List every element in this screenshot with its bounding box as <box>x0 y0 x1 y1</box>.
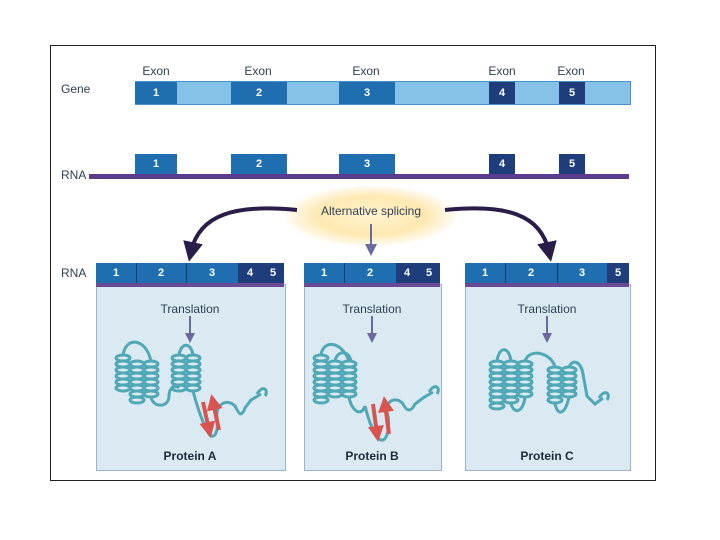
panel-c-seg-4: 5 <box>607 263 629 283</box>
protein-b-beta-sheet <box>368 396 394 442</box>
rna-row-label-spliced: RNA <box>61 266 87 280</box>
arrow-right <box>444 206 557 262</box>
panel-b-seg-4: 5 <box>418 263 440 283</box>
protein-c-helices <box>488 359 578 411</box>
rna-strand <box>89 174 629 179</box>
panel-c-seg-1: 1 <box>465 263 506 283</box>
protein-a-tail <box>255 387 268 397</box>
arrow-left <box>183 206 298 262</box>
gene-exon-3: 3 <box>339 82 395 104</box>
panel-c-strip <box>465 283 629 287</box>
gene-row-label: Gene <box>61 82 91 96</box>
splicing-label: Alternative splicing <box>320 204 422 218</box>
rna-exon-3: 3 <box>339 154 395 174</box>
panel-c-step: Translation <box>517 302 577 316</box>
protein-c-tail <box>597 391 610 401</box>
panel-c-rna-bar: 1 2 3 5 <box>465 263 629 283</box>
protein-b-helices <box>312 353 358 405</box>
gene-exon-4: 4 <box>489 82 515 104</box>
panel-b-rna-bar: 1 2 4 5 <box>304 263 440 283</box>
protein-illustrations <box>114 316 610 442</box>
panel-a-seg-1: 1 <box>96 263 137 283</box>
protein-b-structure <box>312 343 440 442</box>
panel-b-step: Translation <box>342 302 402 316</box>
panel-c-protein-name: Protein C <box>520 449 574 463</box>
gene-exon-1: 1 <box>135 82 177 104</box>
protein-b-tail <box>427 385 440 395</box>
panel-a-rna-bar: 1 2 3 4 5 <box>96 263 284 283</box>
panel-a-step: Translation <box>160 302 220 316</box>
protein-a-structure <box>114 340 268 438</box>
panel-b-protein-name: Protein B <box>345 449 399 463</box>
exon-label-1: Exon <box>142 64 170 78</box>
rna-exon-4: 4 <box>489 154 515 174</box>
panel-b-seg-1: 1 <box>304 263 345 283</box>
exon-label-5: Exon <box>557 64 585 78</box>
protein-a-beta-sheet <box>199 394 223 438</box>
panel-c-seg-2: 2 <box>505 263 558 283</box>
figure-frame: Gene Exon Exon Exon Exon Exon 1 2 3 4 5 … <box>50 45 656 481</box>
panel-a-seg-2: 2 <box>136 263 187 283</box>
protein-a-helices <box>114 353 202 405</box>
exon-label-2: Exon <box>244 64 272 78</box>
splicing-arrows <box>183 206 557 262</box>
panel-a-protein-name: Protein A <box>163 449 217 463</box>
rna-row-label: RNA <box>61 168 87 182</box>
panel-b-strip <box>304 283 440 287</box>
exon-label-4: Exon <box>488 64 516 78</box>
gene-exon-5: 5 <box>559 82 585 104</box>
protein-c-structure <box>488 348 610 414</box>
protein-c-backbone <box>495 348 604 414</box>
rna-exon-1: 1 <box>135 154 177 174</box>
exon-label-3: Exon <box>352 64 380 78</box>
panel-a-seg-5: 5 <box>262 263 284 283</box>
rna-exon-5: 5 <box>559 154 585 174</box>
protein-a-backbone <box>121 340 262 438</box>
rna-exon-2: 2 <box>231 154 287 174</box>
protein-b-backbone <box>319 343 434 442</box>
panel-a-strip <box>96 283 284 287</box>
gene-exon-2: 2 <box>231 82 287 104</box>
